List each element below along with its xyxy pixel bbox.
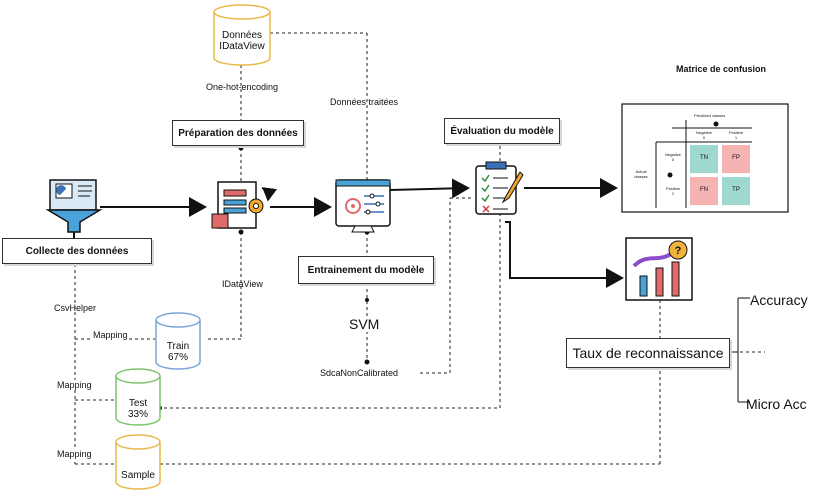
cm-tn: TN (700, 155, 708, 161)
cm-row-neg: Negative 0 (660, 152, 686, 162)
metric-bracket (728, 297, 750, 403)
mapping-train-label: Mapping (93, 330, 128, 340)
svm-label: SVM (349, 316, 380, 332)
preparation-step: Préparation des données (172, 120, 304, 146)
sample-cylinder (115, 434, 161, 490)
cm-col-neg-value: 0 (702, 135, 706, 140)
cm-tp: TP (732, 187, 740, 193)
cm-col-neg-label: Negative (696, 130, 712, 135)
mapping-sample-label: Mapping (57, 449, 92, 459)
train-line1: Train (166, 341, 190, 352)
confusion-matrix-title: Matrice de confusion (676, 64, 767, 74)
test-cylinder (115, 368, 161, 426)
cm-row-neg-label: Negative (665, 152, 681, 157)
data-funnel-icon (45, 179, 103, 233)
accuracy-label: Accuracy (750, 292, 808, 308)
svg-text:?: ? (675, 245, 682, 257)
cm-actual: Actual classes (628, 169, 654, 179)
cm-predicted-header: Predicted classes (694, 113, 726, 118)
cm-row-pos: Positive 1 (660, 186, 686, 196)
donnees-line1: Données (221, 30, 263, 41)
idataview-label: IDataView (222, 279, 263, 289)
donnees-cylinder-label: Données IDataView (212, 30, 272, 52)
training-monitor-gear-icon (335, 179, 391, 233)
test-line2: 33% (127, 409, 148, 420)
cm-row-pos-label: Positive (665, 186, 680, 191)
evaluation-checklist-icon (475, 161, 524, 215)
cm-actual-label: Actual (635, 169, 647, 174)
dashed-connectors (74, 32, 765, 465)
sample-line1: Sample (121, 470, 155, 481)
collecte-step: Collecte des données (2, 238, 152, 264)
csvhelper-label: CsvHelper (54, 303, 97, 313)
confusion-matrix-panel (621, 103, 789, 213)
train-cylinder (155, 312, 201, 370)
entrainement-step: Entrainement du modèle (298, 256, 434, 284)
growth-chart-question-icon: ? (625, 237, 693, 301)
cm-fp: FP (732, 155, 740, 161)
sample-cylinder-label: Sample (114, 470, 162, 481)
one-hot-label: One-hot-encoding (206, 82, 279, 92)
cm-col-neg: Negative 0 (690, 130, 718, 140)
train-cylinder-label: Train 67% (154, 341, 202, 363)
donnees-cylinder (213, 4, 271, 66)
taux-step: Taux de reconnaissance (566, 338, 730, 368)
mapping-test-label: Mapping (57, 380, 92, 390)
test-line1: Test (128, 398, 148, 409)
micro-acc-label: Micro Acc (746, 396, 807, 412)
cm-fn: FN (700, 187, 708, 193)
evaluation-step: Évaluation du modèle (444, 118, 560, 144)
cm-actual-label2: classes (634, 174, 648, 179)
donnees-traitees-label: Données traitées (330, 97, 399, 107)
cm-row-pos-value: 1 (671, 191, 675, 196)
solid-arrows (73, 178, 624, 288)
donnees-line2: IDataView (219, 41, 265, 52)
cm-col-pos-label: Positive (728, 130, 743, 135)
test-cylinder-label: Test 33% (114, 398, 162, 420)
cm-col-pos: Positive 1 (722, 130, 750, 140)
cm-row-neg-value: 0 (671, 157, 675, 162)
data-preparation-gear-icon (211, 181, 277, 229)
sdca-label: SdcaNonCalibrated (320, 368, 399, 378)
train-line2: 67% (167, 352, 188, 363)
cm-col-pos-value: 1 (734, 135, 738, 140)
